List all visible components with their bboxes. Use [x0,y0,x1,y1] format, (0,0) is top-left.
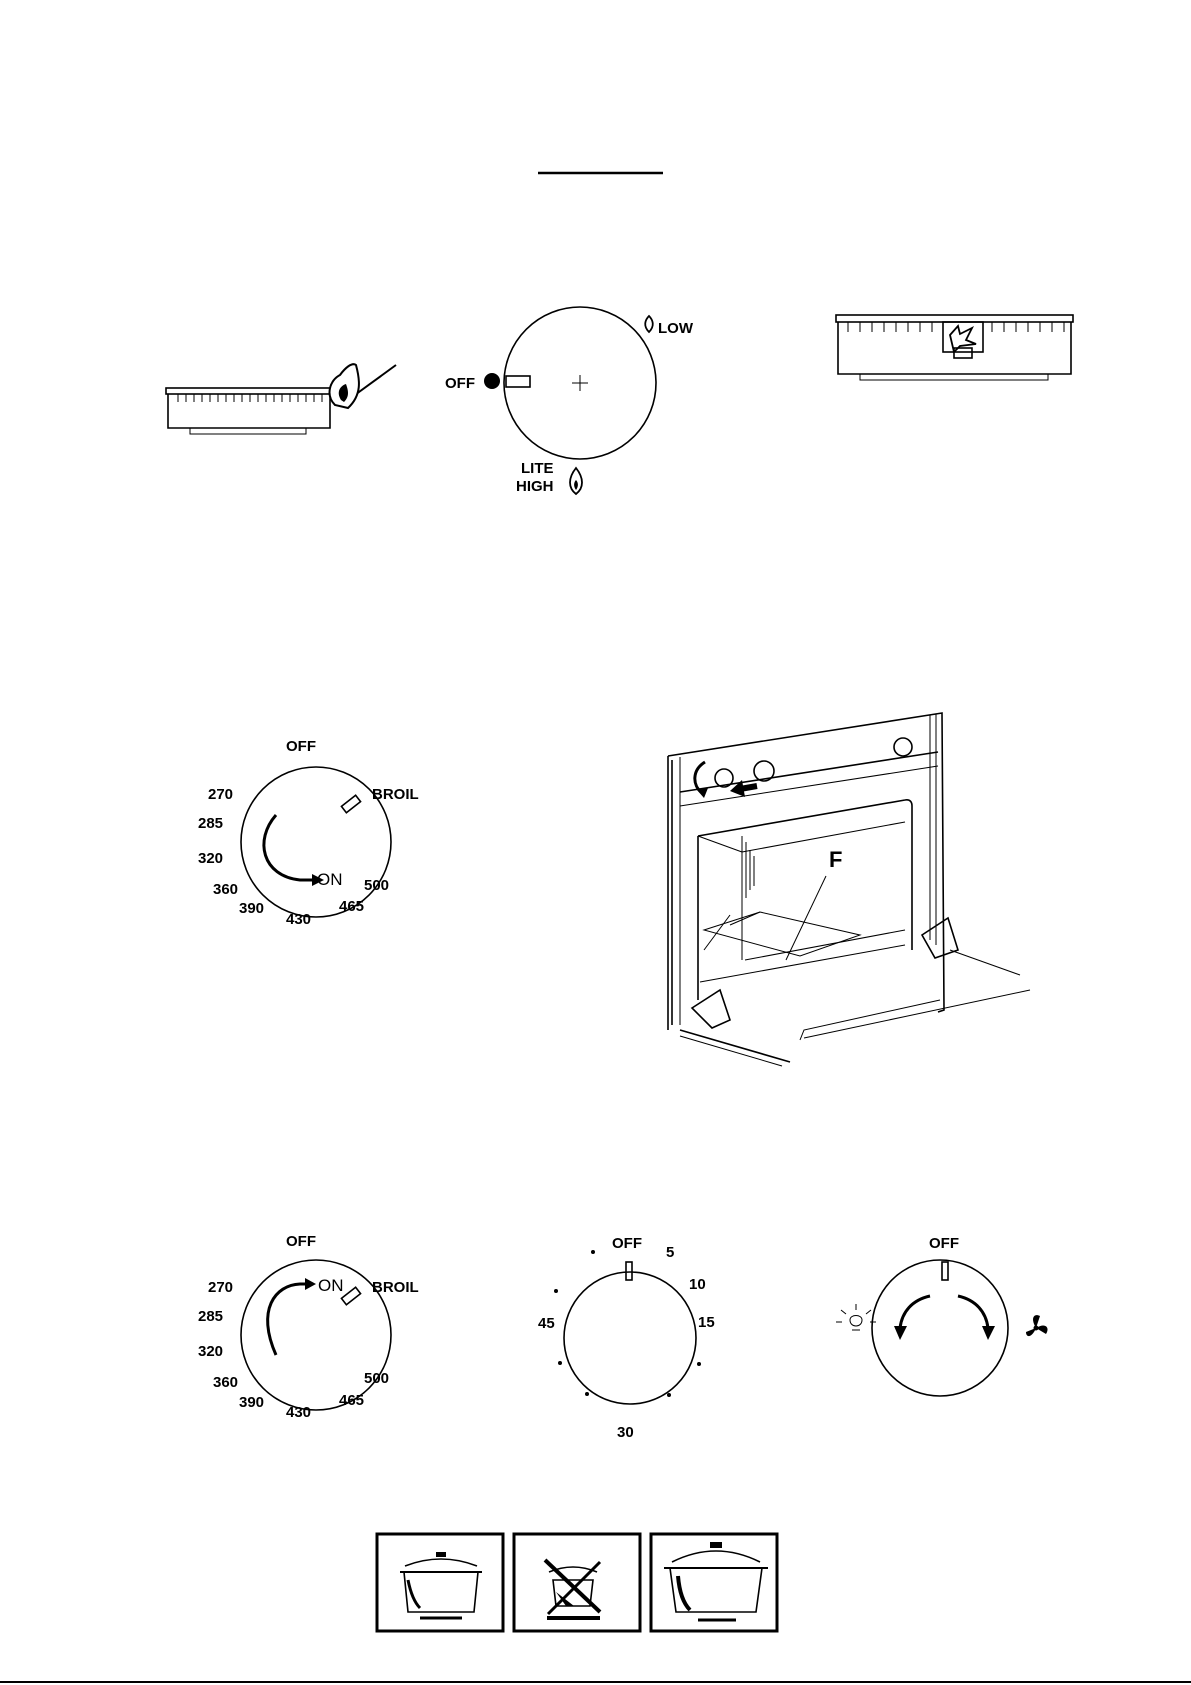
oven-a-broil-label: BROIL [372,786,419,803]
oven-a-temp-390: 390 [239,900,264,917]
timer-knob: OFF 5 10 15 30 45 [538,1235,715,1441]
burner-low-label: LOW [658,320,694,337]
timer-5-label: 5 [666,1244,674,1261]
pot-panels [377,1534,777,1631]
oven-knob-small-1 [715,769,733,787]
oven-a-temp-465: 465 [339,898,364,915]
oven-a-off-label: OFF [286,738,316,755]
oven-a-temp-430: 430 [286,911,311,928]
oven-b-temp-270: 270 [208,1279,233,1296]
rotate-arrow-icon [695,762,708,798]
off-dot-icon [484,373,500,389]
oven-b-temp-500: 500 [364,1370,389,1387]
timer-dial-pointer [626,1262,632,1280]
fan-arrow [958,1296,988,1328]
oven-a-temp-285: 285 [198,815,223,832]
light-arrow [900,1296,930,1328]
pot-large-panel [651,1534,777,1631]
burner-lite-label: LITE [521,460,554,477]
oven-b-broil-label: BROIL [372,1279,419,1296]
timer-30-label: 30 [617,1424,634,1441]
light-fan-dial-pointer [942,1262,948,1280]
oven-thermostat-knob-b: ON OFF BROIL 270 285 320 360 390 430 465… [198,1233,419,1421]
oven-a-temp-270: 270 [208,786,233,803]
burner-high-label: HIGH [516,478,554,495]
light-icon [836,1304,876,1330]
oven-b-temp-360: 360 [213,1374,238,1391]
timer-45-label: 45 [538,1315,555,1332]
oven-dial-a-arrow [264,815,312,880]
burner-igniter-illustration [836,315,1073,380]
oven-burner-leader [786,876,826,960]
small-flame-icon [645,316,653,332]
oven-a-temp-360: 360 [213,881,238,898]
oven-b-temp-390: 390 [239,1394,264,1411]
oven-knob-small-2 [754,761,774,781]
timer-15-label: 15 [698,1314,715,1331]
oven-b-off-label: OFF [286,1233,316,1250]
fan-icon [1026,1315,1048,1336]
light-fan-off-label: OFF [929,1235,959,1252]
large-flame-icon [570,468,582,494]
pot-incorrect-panel [514,1534,640,1631]
oven-dial-b-arrow [268,1284,306,1355]
oven-dial-a-pointer [341,795,360,812]
burner-knob-pointer [506,376,530,387]
spark-igniter-icon [943,322,983,358]
burner-control-knob: OFF LOW LITE HIGH [445,307,694,495]
oven-knob-small-3 [894,738,912,756]
oven-dial-b [241,1260,391,1410]
light-fan-knob: OFF [836,1235,1048,1396]
timer-10-label: 10 [689,1276,706,1293]
oven-a-temp-320: 320 [198,850,223,867]
burner-off-label: OFF [445,375,475,392]
match-flame-icon [330,364,396,408]
oven-b-temp-465: 465 [339,1392,364,1409]
oven-b-temp-285: 285 [198,1308,223,1325]
oven-b-temp-320: 320 [198,1343,223,1360]
oven-a-temp-500: 500 [364,877,389,894]
oven-cavity-illustration: F [668,713,1030,1066]
oven-b-on-label: ON [318,1276,344,1295]
pot-correct-panel [377,1534,503,1631]
timer-off-label: OFF [612,1235,642,1252]
timer-dial [564,1272,696,1404]
oven-b-temp-430: 430 [286,1404,311,1421]
burner-lighting-illustration [166,364,396,434]
oven-burner-label: F [829,847,842,872]
oven-dial-b-pointer [341,1287,360,1304]
oven-a-on-label: ON [317,870,343,889]
oven-thermostat-knob-a: ON OFF BROIL 270 285 320 360 390 430 465… [198,738,419,928]
